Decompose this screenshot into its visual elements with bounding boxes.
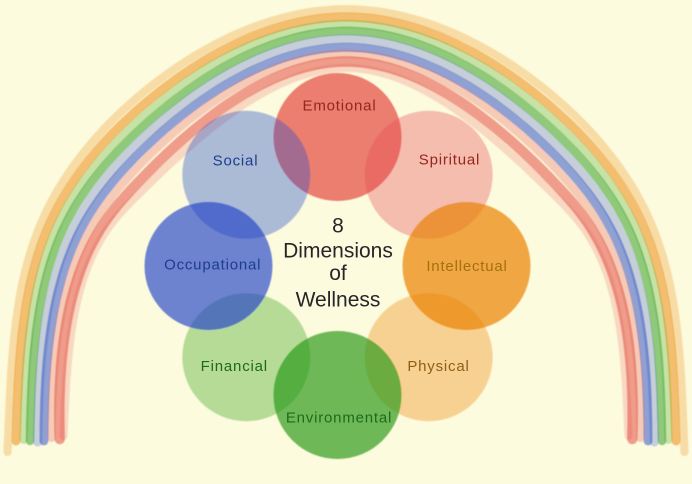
svg-text:Financial: Financial (201, 358, 268, 375)
svg-text:Physical: Physical (407, 358, 469, 375)
svg-text:Occupational: Occupational (164, 257, 261, 274)
svg-text:Dimensions: Dimensions (283, 240, 393, 263)
svg-text:Emotional: Emotional (303, 98, 377, 115)
svg-text:Wellness: Wellness (296, 289, 381, 312)
svg-text:Intellectual: Intellectual (426, 258, 507, 275)
svg-text:Spiritual: Spiritual (419, 152, 480, 169)
svg-text:Environmental: Environmental (286, 410, 392, 427)
svg-text:Social: Social (213, 153, 259, 170)
svg-text:8: 8 (332, 215, 344, 238)
svg-text:of: of (329, 262, 347, 285)
